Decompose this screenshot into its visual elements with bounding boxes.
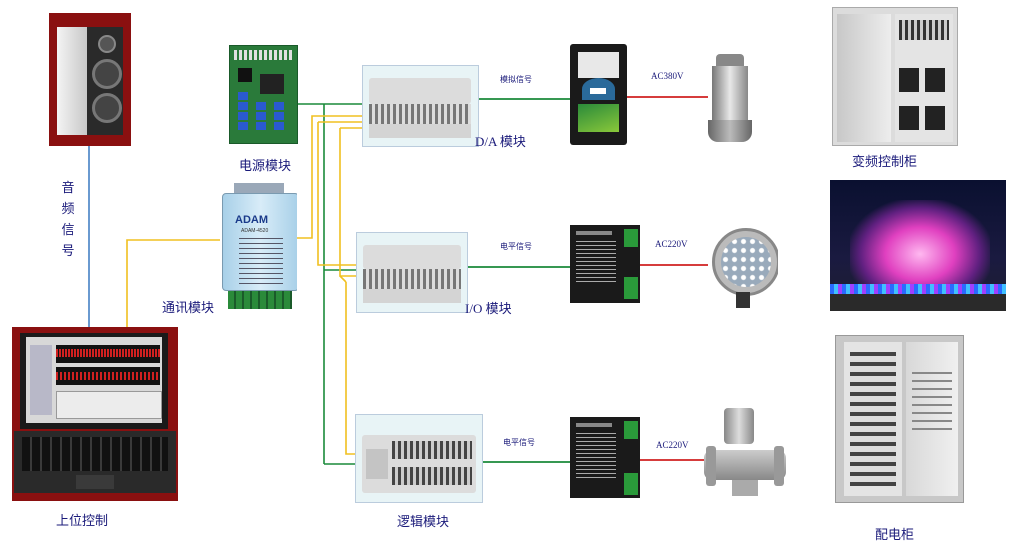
adam-model-text: ADAM-4520 bbox=[241, 228, 269, 234]
driver-image-2 bbox=[570, 417, 640, 498]
host-comm-line bbox=[126, 239, 220, 328]
distribution-cabinet-label: 配电柜 bbox=[875, 528, 915, 543]
host-control-label: 上位控制 bbox=[56, 514, 109, 529]
da-module-label: D/A 模块 bbox=[475, 134, 526, 149]
laptop-image bbox=[12, 327, 178, 501]
vfd-image bbox=[570, 44, 627, 145]
speaker-image bbox=[49, 13, 131, 146]
logic-module-image bbox=[355, 414, 483, 503]
level-signal-label-2: 电平信号 bbox=[503, 438, 535, 447]
distribution-cabinet-image bbox=[835, 335, 964, 503]
driver-image-1 bbox=[570, 225, 640, 303]
comm-bus-5 bbox=[339, 128, 356, 277]
comm-bus-7 bbox=[339, 275, 347, 283]
led-light-image bbox=[708, 226, 778, 309]
da-module-image bbox=[362, 65, 479, 147]
ac380v-label: AC380V bbox=[651, 71, 684, 81]
comm-module-label: 通讯模块 bbox=[162, 301, 215, 316]
fountain-image bbox=[830, 180, 1006, 311]
comm-bus-1 bbox=[296, 115, 362, 239]
adam-module-image: ADAM ADAM-4520 bbox=[222, 183, 297, 311]
vfd-cabinet-image bbox=[832, 7, 958, 146]
comm-bus-3 bbox=[317, 122, 356, 266]
power-module-image bbox=[229, 45, 298, 144]
ac220v-label-1: AC220V bbox=[655, 239, 688, 249]
analog-signal-label: 模拟信号 bbox=[500, 75, 532, 84]
ac220v-label-2: AC220V bbox=[656, 440, 689, 450]
io-module-label: I/O 模块 bbox=[465, 301, 512, 316]
vfd-cabinet-label: 变频控制柜 bbox=[852, 155, 918, 170]
audio-signal-label: 音频信号 bbox=[61, 181, 75, 259]
logic-module-label: 逻辑模块 bbox=[397, 515, 450, 530]
valve-image bbox=[704, 406, 786, 500]
power-module-label: 电源模块 bbox=[239, 159, 292, 174]
pump-image bbox=[708, 54, 752, 145]
comm-bus-6 bbox=[345, 282, 355, 455]
adam-brand-text: ADAM bbox=[235, 214, 268, 226]
io-module-image bbox=[356, 232, 468, 313]
level-signal-label-1: 电平信号 bbox=[500, 242, 532, 251]
